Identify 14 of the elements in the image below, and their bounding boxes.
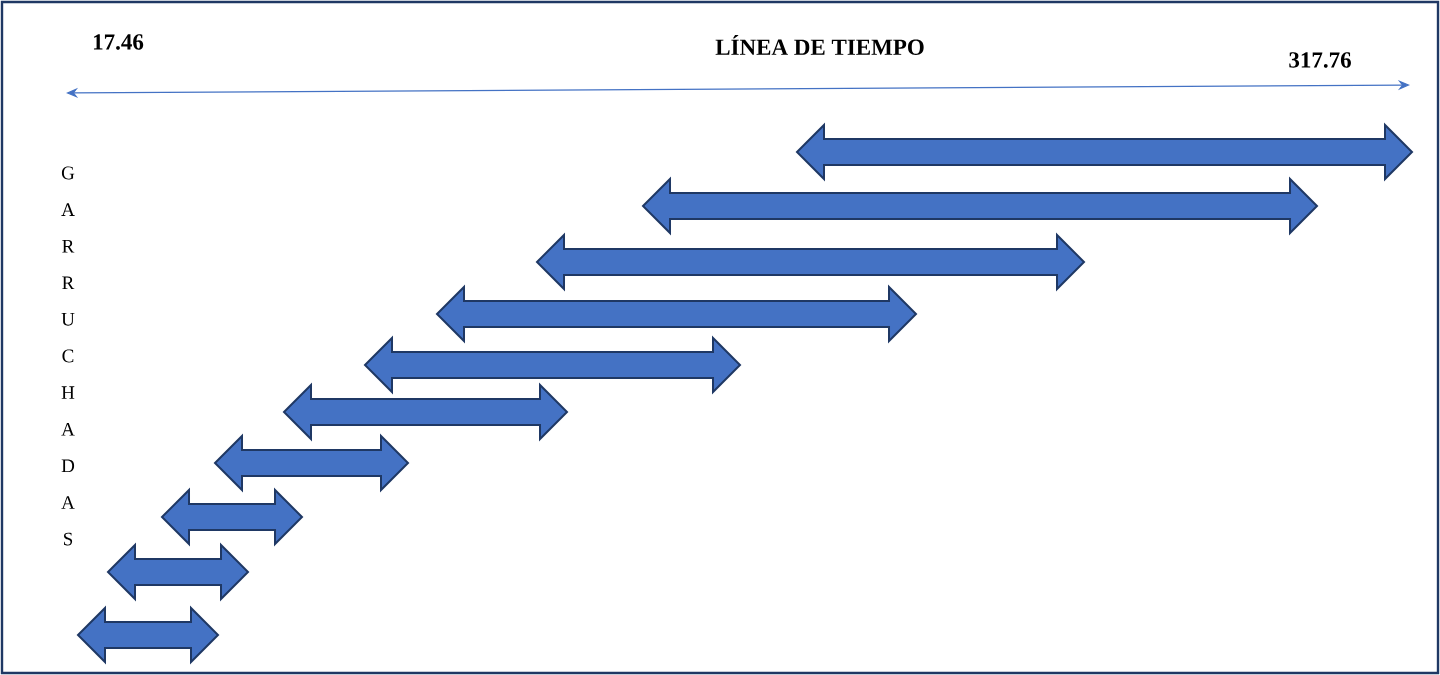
axis-letter: A bbox=[61, 496, 75, 509]
axis-letter: S bbox=[64, 532, 73, 546]
axis-letter: G bbox=[61, 166, 75, 180]
axis-letter: U bbox=[61, 313, 75, 326]
axis-letter: R bbox=[62, 276, 75, 290]
axis-letter: A bbox=[61, 203, 75, 216]
axis-letter: A bbox=[61, 422, 75, 436]
title: LÍNEA DE TIEMPO bbox=[715, 35, 924, 55]
value-label: 317.76 bbox=[1289, 52, 1351, 68]
axis-letter: H bbox=[61, 386, 75, 399]
axis-letter: D bbox=[61, 459, 75, 473]
value-label: 17.46 bbox=[94, 34, 144, 50]
axis-letter: C bbox=[62, 349, 74, 363]
axis-letter: R bbox=[62, 239, 75, 253]
